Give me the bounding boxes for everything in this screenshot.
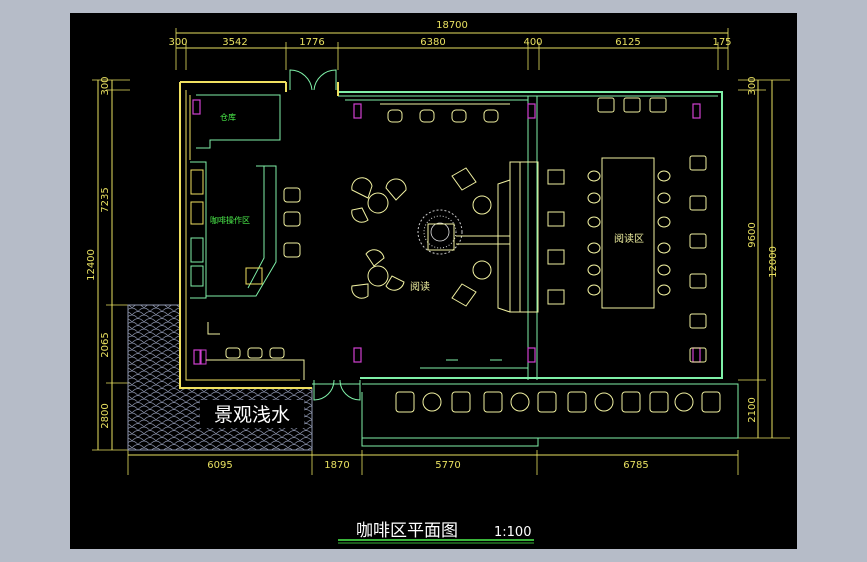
tree-icon — [417, 209, 463, 255]
left-dim-3: 2065 — [100, 332, 111, 357]
bottom-dim-4: 6785 — [623, 460, 648, 471]
right-dimensions: 300 9600 2100 12000 — [738, 76, 790, 439]
top-dim-3: 1776 — [299, 37, 324, 48]
reading-lounge: 阅读 — [351, 167, 492, 307]
bottom-dim-1: 6095 — [207, 460, 232, 471]
bar-label: 咖啡操作区 — [210, 215, 250, 225]
outer-walls — [179, 81, 723, 389]
left-dim-1: 300 — [100, 76, 111, 95]
bottom-dim-2: 1870 — [324, 460, 349, 471]
overall-width-dim: 18700 — [436, 20, 468, 31]
top-dim-5: 400 — [523, 37, 542, 48]
bottom-dim-3: 5770 — [435, 460, 460, 471]
landscape-water-area: 景观浅水 — [127, 304, 313, 451]
floor-plan-svg: 18700 300 3542 1776 6380 400 6125 175 12… — [86, 20, 790, 544]
right-dim-3: 2100 — [747, 397, 758, 422]
right-dim-1: 300 — [747, 76, 758, 95]
drawing-canvas: 18700 300 3542 1776 6380 400 6125 175 12… — [70, 13, 797, 549]
storage-label: 仓库 — [220, 112, 236, 122]
top-dimensions: 18700 300 3542 1776 6380 400 6125 175 — [168, 20, 732, 70]
reading-label-center: 阅读 — [410, 280, 430, 293]
storage-room: 仓库 — [189, 94, 281, 160]
overall-height-dim-right: 12000 — [768, 246, 779, 278]
bookshelf — [456, 161, 539, 313]
reading-area-furniture: 阅读区 — [547, 97, 707, 363]
lower-counter — [199, 322, 305, 380]
drawing-scale: 1:100 — [494, 525, 531, 540]
coffee-bar: 咖啡操作区 — [190, 161, 301, 299]
outdoor-terrace — [361, 359, 739, 447]
doors — [289, 69, 361, 401]
drawing-title-block: 咖啡区平面图 1:100 — [338, 521, 534, 544]
top-dim-6: 6125 — [615, 37, 640, 48]
drawing-title: 咖啡区平面图 — [356, 521, 458, 541]
overall-height-dim-left: 12400 — [86, 249, 97, 281]
left-dim-2: 7235 — [100, 187, 111, 212]
top-dim-7: 175 — [712, 37, 731, 48]
top-dim-1: 300 — [168, 37, 187, 48]
reading-label-right: 阅读区 — [614, 232, 644, 245]
left-dim-4: 2800 — [100, 403, 111, 428]
top-bar-stools — [380, 103, 510, 123]
top-dim-4: 6380 — [420, 37, 445, 48]
bottom-dimensions: 6095 1870 5770 6785 — [127, 450, 739, 475]
left-dimensions: 12400 300 7235 2065 2800 — [86, 76, 130, 451]
top-dim-2: 3542 — [222, 37, 247, 48]
water-label: 景观浅水 — [214, 404, 290, 426]
right-dim-2: 9600 — [747, 222, 758, 247]
